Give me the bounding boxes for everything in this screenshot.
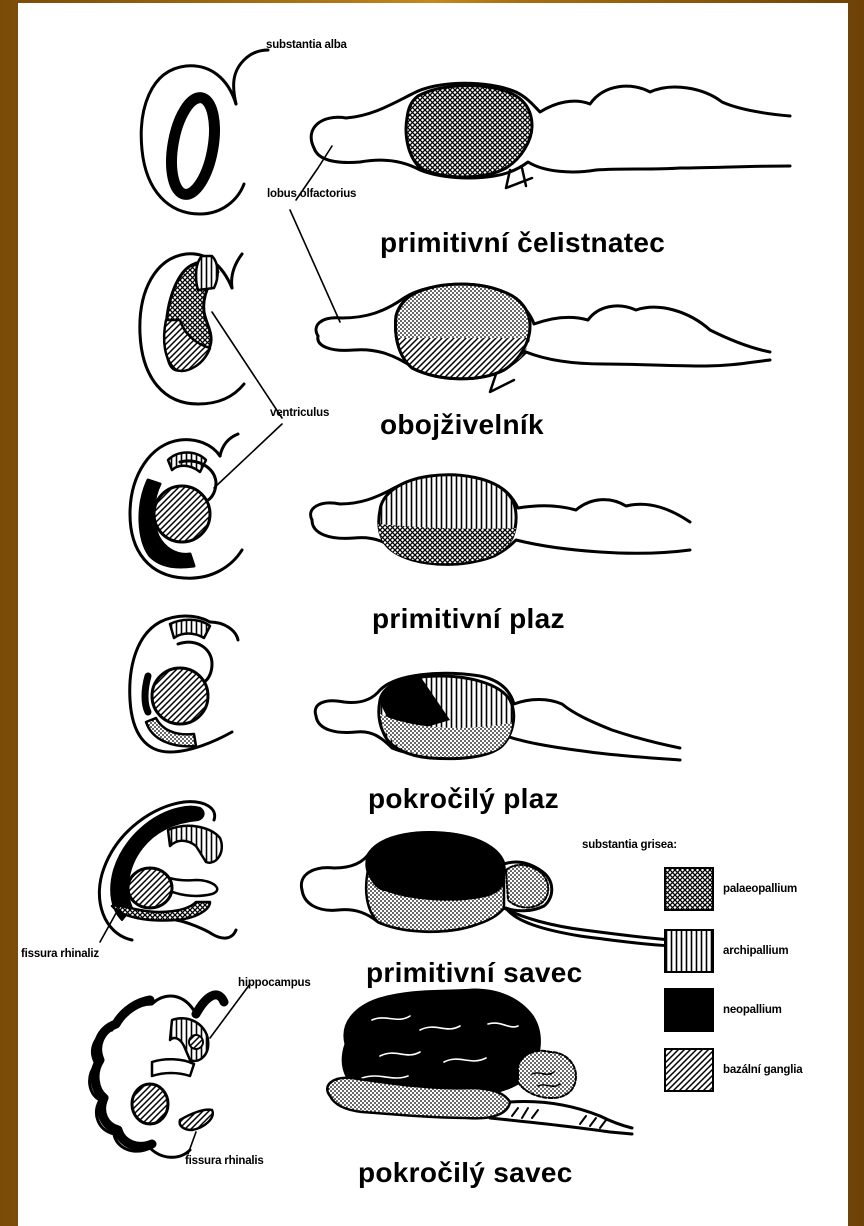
brain-side-2 bbox=[316, 284, 770, 392]
stage-title-3: primitivní plaz bbox=[372, 603, 565, 635]
cross-section-3 bbox=[130, 434, 242, 578]
legend-swatch-neopallium bbox=[665, 989, 713, 1031]
cross-section-1 bbox=[141, 50, 268, 214]
legend-heading: substantia grisea: bbox=[582, 839, 677, 851]
brain-side-1 bbox=[311, 83, 790, 188]
legend-swatch-bazalni-ganglia bbox=[665, 1049, 713, 1091]
brain-side-3 bbox=[311, 475, 690, 565]
label-fissura-rhinalis: fissura rhinalis bbox=[185, 1155, 264, 1167]
cross-section-2 bbox=[140, 254, 244, 404]
legend-label-neopallium: neopallium bbox=[723, 1004, 782, 1016]
legend-swatches bbox=[665, 868, 713, 1091]
legend-swatch-archipallium bbox=[665, 930, 713, 972]
stage-title-5: primitivní savec bbox=[366, 957, 582, 989]
label-substantia-alba: substantia alba bbox=[266, 39, 347, 51]
cross-section-5 bbox=[99, 802, 236, 940]
cross-section-6 bbox=[90, 995, 224, 1157]
stage-title-6: pokročilý savec bbox=[358, 1157, 573, 1189]
legend-label-bazalni-ganglia: bazální ganglia bbox=[723, 1064, 802, 1076]
legend-label-archipallium: archipallium bbox=[723, 945, 788, 957]
label-ventriculus: ventriculus bbox=[270, 407, 329, 419]
brain-side-4 bbox=[315, 673, 680, 760]
legend-label-palaeopallium: palaeopallium bbox=[723, 883, 797, 895]
label-hippocampus: hippocampus bbox=[238, 977, 311, 989]
stage-title-2: obojživelník bbox=[380, 409, 544, 441]
diagram-canvas: substantia alba lobus olfactorius ventri… bbox=[18, 3, 848, 1226]
stage-title-4: pokročilý plaz bbox=[368, 783, 559, 815]
stage-title-1: primitivní čelistnatec bbox=[380, 227, 665, 259]
label-lobus-olfactorius: lobus olfactorius bbox=[267, 188, 356, 200]
brain-side-6 bbox=[327, 990, 632, 1134]
label-fissura-rhinaliz: fissura rhinaliz bbox=[21, 948, 99, 960]
legend-swatch-palaeopallium bbox=[665, 868, 713, 910]
cross-section-4 bbox=[130, 616, 238, 752]
